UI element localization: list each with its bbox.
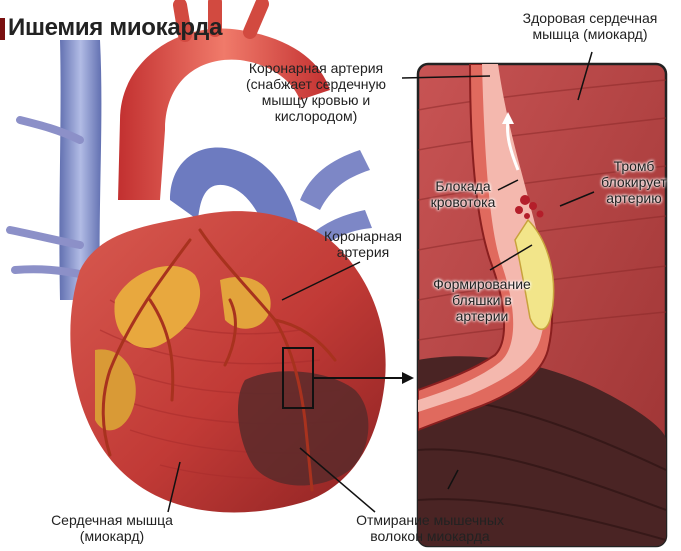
label-coronary-artery-top: Коронарная артерия(снабжает сердечную мы…	[228, 60, 404, 124]
necrosis-region	[238, 371, 368, 485]
title-accent-bar	[0, 18, 5, 40]
page-title: Ишемия миокарда	[8, 14, 222, 42]
label-heart-muscle: Сердечная мышца(миокард)	[22, 512, 202, 544]
pulmonary-vein	[300, 150, 370, 210]
